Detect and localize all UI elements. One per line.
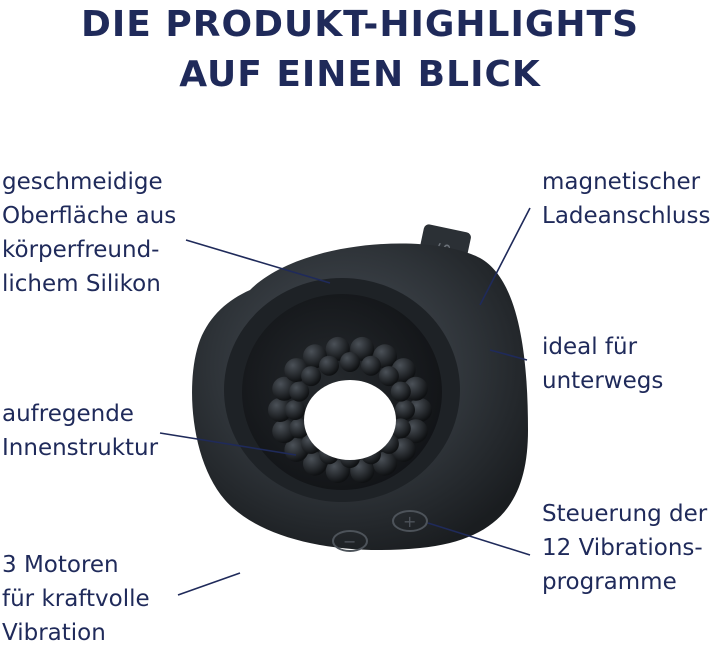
feature-surface-line: körperfreund- bbox=[2, 237, 160, 263]
feature-structure-line: Innenstruktur bbox=[2, 435, 159, 461]
feature-charging: magnetischer Ladeanschluss bbox=[542, 165, 710, 233]
nub-bead bbox=[268, 398, 292, 422]
nub-bead bbox=[408, 398, 432, 422]
feature-control-line: Steuerung der bbox=[542, 501, 708, 527]
feature-control-line: programme bbox=[542, 569, 677, 595]
title-line-1: DIE PRODUKT-HIGHLIGHTS bbox=[80, 4, 640, 45]
feature-structure: aufregende Innenstruktur bbox=[2, 397, 158, 465]
feature-control-line: 12 Vibrations- bbox=[542, 535, 703, 561]
nub-bead bbox=[285, 400, 305, 420]
leader-line-structure bbox=[159, 432, 297, 456]
minus-button[interactable]: − bbox=[332, 530, 368, 552]
page-title: DIE PRODUKT-HIGHLIGHTS AUF EINEN BLICK bbox=[0, 0, 720, 100]
nub-bead bbox=[340, 352, 360, 372]
nub-bead bbox=[301, 366, 322, 387]
feature-travel: ideal für unterwegs bbox=[542, 330, 663, 398]
feature-surface-line: geschmeidige bbox=[2, 169, 163, 195]
title-line-2: AUF EINEN BLICK bbox=[179, 54, 541, 95]
nub-bead bbox=[361, 355, 381, 376]
feature-surface-line: Oberfläche aus bbox=[2, 203, 177, 229]
feature-charging-line: magnetischer bbox=[542, 169, 701, 195]
nub-bead bbox=[395, 400, 415, 420]
leader-line-motors bbox=[177, 572, 241, 596]
leader-line-surface bbox=[185, 239, 331, 284]
feature-travel-line: ideal für bbox=[542, 334, 638, 360]
feature-charging-line: Ladeanschluss bbox=[542, 203, 711, 229]
leader-line-control bbox=[427, 522, 531, 556]
plus-icon: + bbox=[403, 512, 416, 531]
feature-surface: geschmeidige Oberfläche aus körperfreund… bbox=[2, 165, 176, 301]
feature-motors-line: Vibration bbox=[2, 620, 106, 646]
feature-travel-line: unterwegs bbox=[542, 368, 664, 394]
nub-bead bbox=[289, 381, 310, 402]
feature-motors: 3 Motoren für kraftvolle Vibration bbox=[2, 548, 150, 650]
nub-bead bbox=[390, 381, 411, 402]
center-opening bbox=[304, 380, 396, 460]
feature-motors-line: für kraftvolle bbox=[2, 586, 150, 612]
nub-bead bbox=[319, 355, 339, 376]
feature-control: Steuerung der 12 Vibrations- programme bbox=[542, 497, 707, 599]
minus-icon: − bbox=[343, 532, 356, 551]
nub-bead bbox=[378, 366, 399, 387]
feature-motors-line: 3 Motoren bbox=[2, 552, 119, 578]
feature-surface-line: lichem Silikon bbox=[2, 271, 161, 297]
plus-button[interactable]: + bbox=[392, 510, 428, 532]
inner-structure bbox=[268, 336, 432, 484]
leader-line-travel bbox=[489, 349, 528, 361]
feature-structure-line: aufregende bbox=[2, 401, 134, 427]
leader-line-charging bbox=[479, 207, 531, 306]
